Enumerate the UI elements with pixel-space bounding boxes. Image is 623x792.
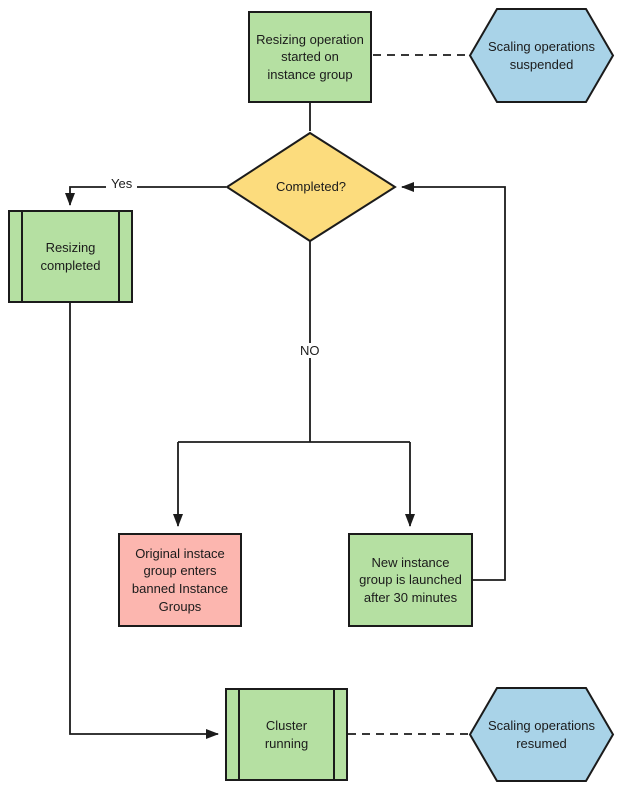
node-start: Resizing operation started on instance g… — [248, 11, 372, 103]
connector-new-group-to-decision — [401, 182, 506, 581]
connector-resizing-to-cluster — [69, 303, 219, 739]
node-resizing-completed: Resizing completed — [8, 210, 133, 303]
node-banned-group: Original instace group enters banned Ins… — [118, 533, 242, 627]
node-new-group: New instance group is launched after 30 … — [348, 533, 473, 627]
connector-decision-yes — [65, 186, 226, 206]
edge-label-yes: Yes — [106, 176, 138, 191]
node-cluster-running: Cluster running — [225, 688, 348, 781]
hexagon-suspended-shape — [468, 8, 615, 103]
edge-label-no: NO — [295, 343, 325, 358]
hexagon-resumed-shape — [468, 687, 615, 782]
decision-diamond-shape — [225, 131, 397, 243]
